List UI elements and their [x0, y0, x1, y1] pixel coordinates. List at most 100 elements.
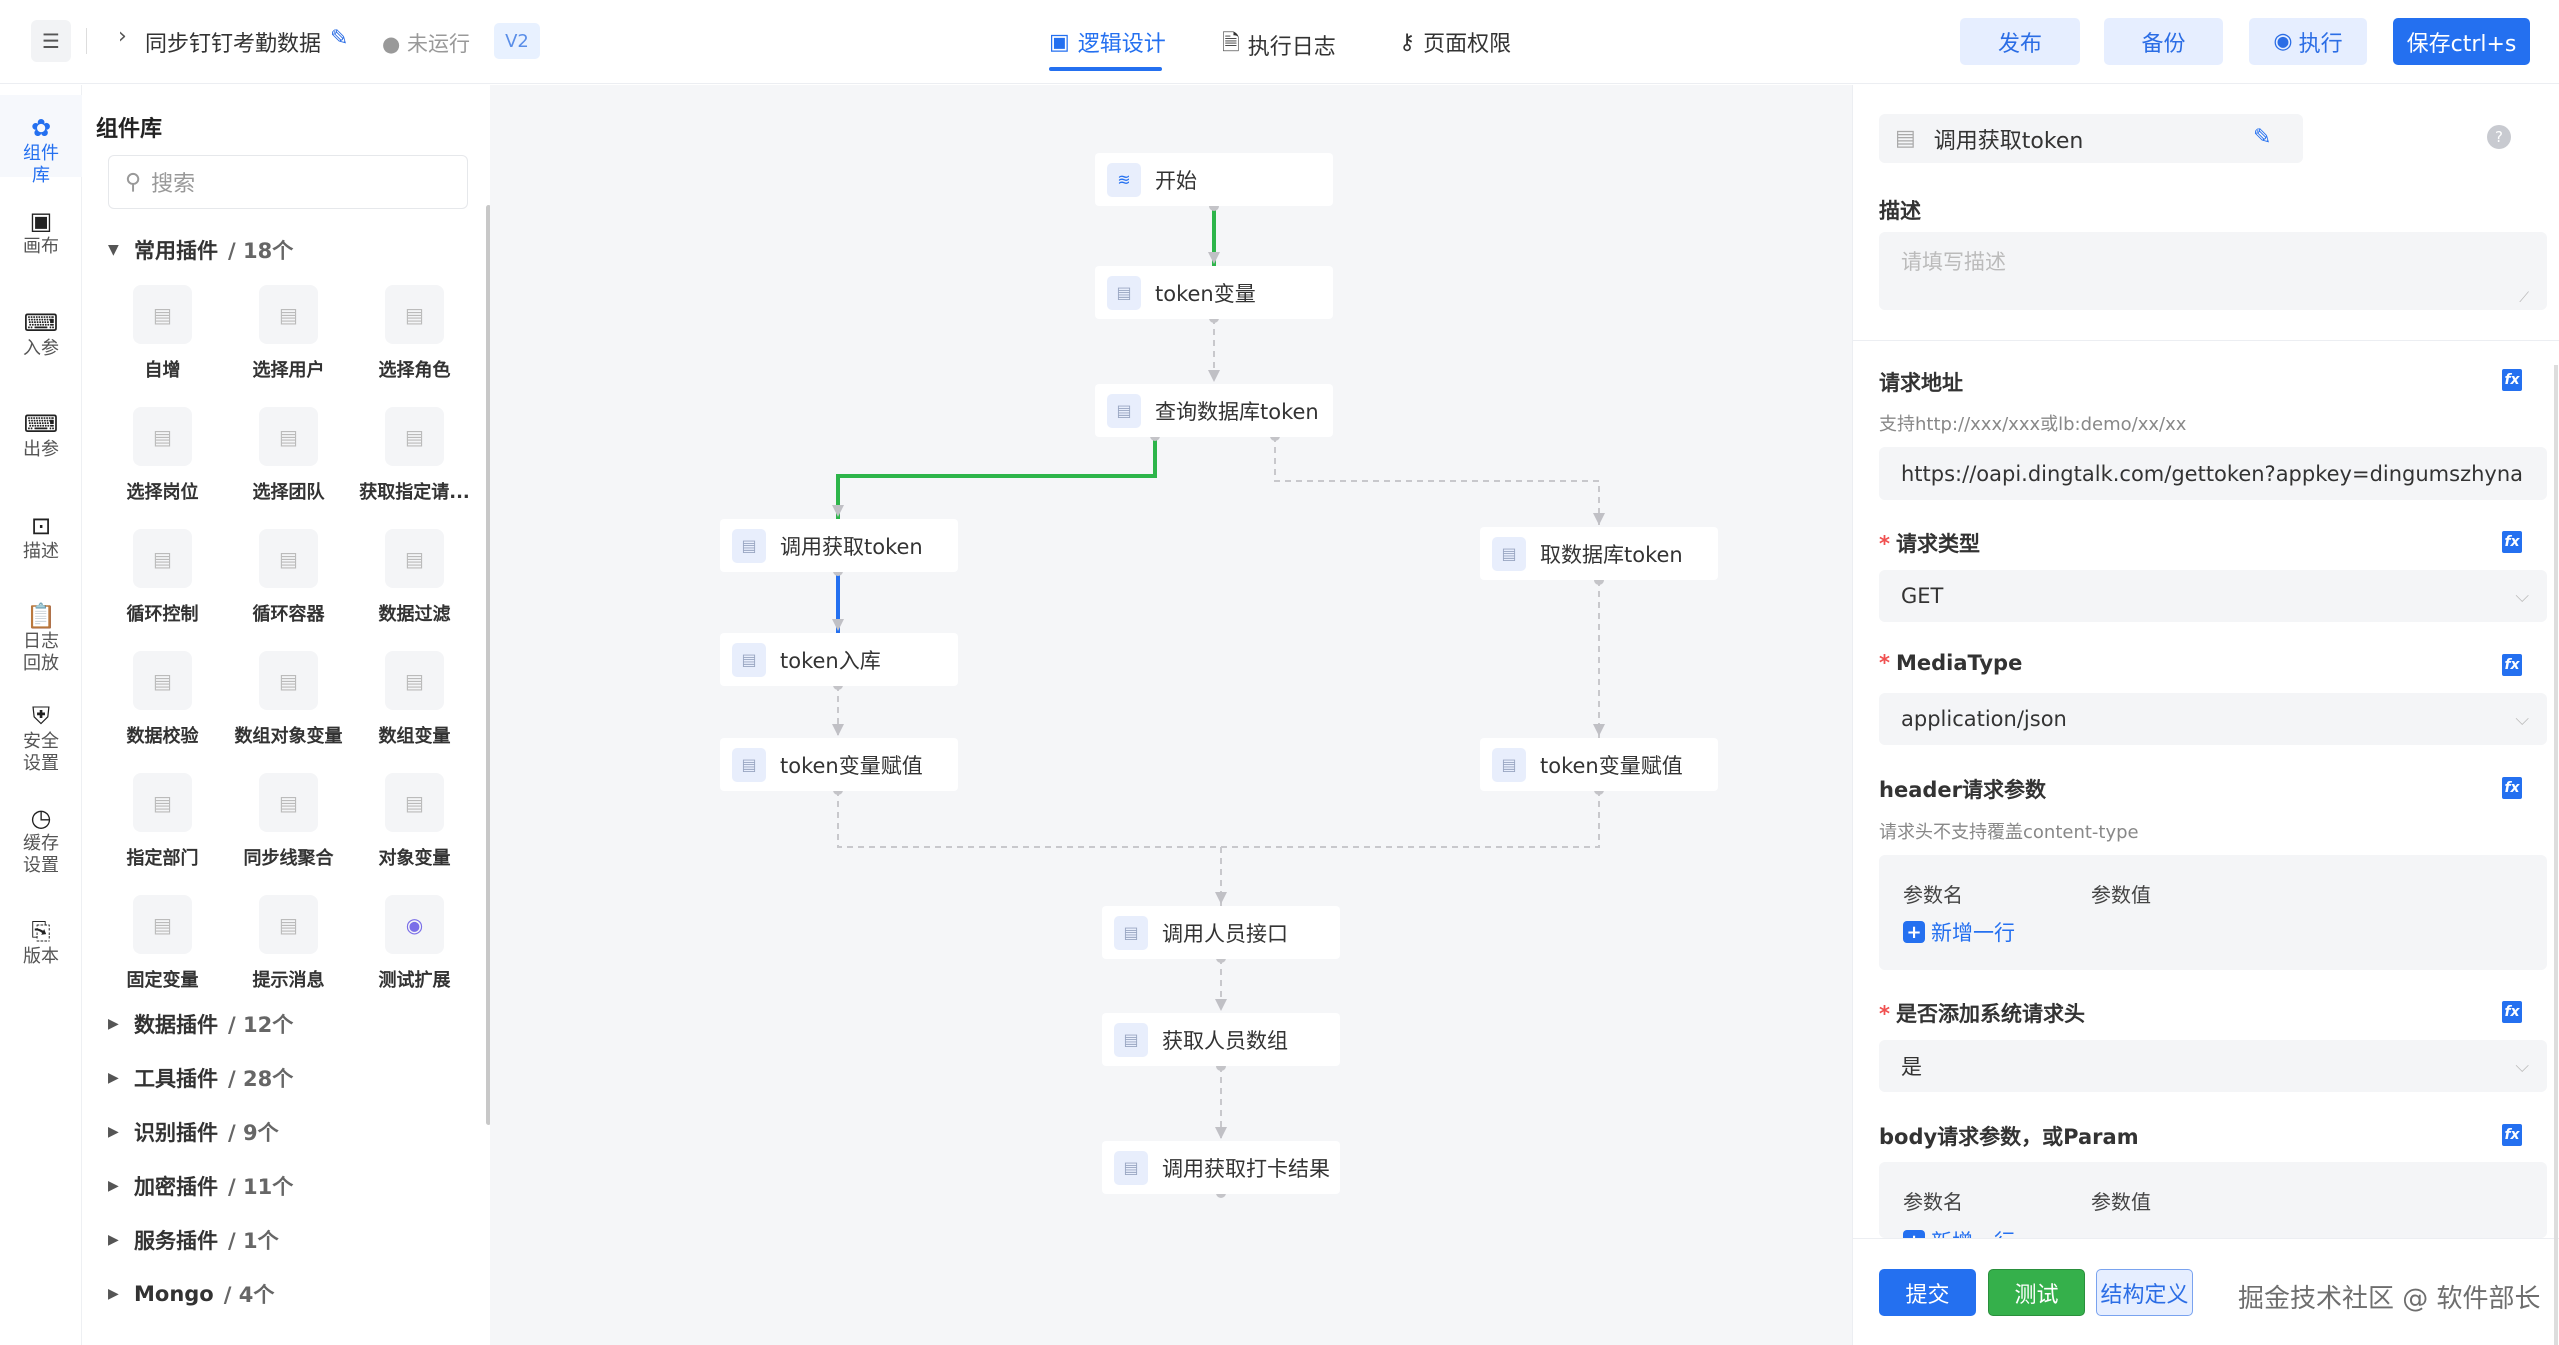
- category-item[interactable]: ▶服务插件/ 1个: [108, 1225, 279, 1255]
- flow-node[interactable]: ▤调用获取token: [720, 519, 958, 572]
- sys-header-select[interactable]: 是⌵: [1879, 1040, 2547, 1092]
- flow-node[interactable]: ▤token变量: [1095, 266, 1333, 319]
- submit-button[interactable]: 提交: [1879, 1269, 1976, 1316]
- component-item[interactable]: ▤数组对象变量: [226, 651, 351, 748]
- flow-edge[interactable]: [836, 436, 1157, 519]
- test-button[interactable]: 测试: [1988, 1269, 2085, 1316]
- component-item[interactable]: ▤提示消息: [226, 895, 351, 992]
- scrollbar[interactable]: [2554, 365, 2558, 1345]
- add-row-button[interactable]: +新增一行: [1903, 917, 2015, 947]
- resize-handle-icon[interactable]: ⟋: [2519, 290, 2529, 306]
- component-item[interactable]: ▤选择团队: [226, 407, 351, 504]
- category-item[interactable]: ▶数据插件/ 12个: [108, 1009, 293, 1039]
- component-item[interactable]: ▤循环容器: [226, 529, 351, 626]
- flow-node[interactable]: ▤ token入库: [720, 633, 958, 686]
- flow-node[interactable]: ▤获取人员数组: [1102, 1013, 1340, 1066]
- flow-canvas[interactable]: ≋开始▤token变量▤查询数据库token▤调用获取token▤取数据库tok…: [490, 85, 1852, 1345]
- menu-icon[interactable]: ☰: [31, 20, 71, 62]
- component-item[interactable]: ▤对象变量: [352, 773, 477, 870]
- save-button[interactable]: 保存ctrl+s: [2393, 18, 2530, 65]
- execute-button[interactable]: ◉执行: [2249, 18, 2367, 65]
- method-select[interactable]: GET⌵: [1879, 570, 2547, 622]
- category-item[interactable]: ▶加密插件/ 11个: [108, 1171, 293, 1201]
- component-item[interactable]: ▤数组变量: [352, 651, 477, 748]
- flow-node[interactable]: ▤token变量赋值: [1480, 738, 1718, 791]
- fx-icon[interactable]: fx: [2502, 654, 2522, 676]
- flow-node[interactable]: ≋开始: [1095, 153, 1333, 206]
- fx-icon[interactable]: fx: [2502, 1124, 2522, 1146]
- node-label: 开始: [1155, 168, 1197, 193]
- rail-item[interactable]: 📋日志回放: [0, 604, 82, 675]
- url-input[interactable]: https://oapi.dingtalk.com/gettoken?appke…: [1879, 447, 2547, 500]
- run-status: ● 未运行: [382, 32, 470, 56]
- search-input[interactable]: ⚲搜索: [108, 155, 468, 209]
- component-item[interactable]: ▤循环控制: [100, 529, 225, 626]
- component-item[interactable]: ▤选择岗位: [100, 407, 225, 504]
- media-type-select[interactable]: application/json⌵: [1879, 693, 2547, 745]
- node-label: 调用人员接口: [1162, 921, 1288, 946]
- flow-edge[interactable]: [837, 790, 1600, 848]
- node-icon: ▤: [732, 642, 766, 677]
- rail-item[interactable]: ⌨入参: [0, 311, 82, 360]
- node-icon: ▤: [1107, 275, 1141, 310]
- chevron-right-icon[interactable]: ›: [118, 24, 127, 49]
- component-item[interactable]: ▤固定变量: [100, 895, 225, 992]
- rail-item[interactable]: ⎘版本: [0, 919, 82, 968]
- component-item[interactable]: ▤数据过滤: [352, 529, 477, 626]
- rail-item[interactable]: ⊡描述: [0, 514, 82, 563]
- component-icon: ▤: [385, 773, 444, 832]
- edit-icon[interactable]: ✎: [2253, 125, 2272, 150]
- edit-icon[interactable]: ✎: [330, 26, 349, 51]
- fx-icon[interactable]: fx: [2502, 531, 2522, 553]
- scrollbar[interactable]: [486, 205, 491, 1125]
- fx-icon[interactable]: fx: [2502, 777, 2522, 799]
- add-row-label: 新增一行: [1931, 921, 2015, 945]
- fx-icon[interactable]: fx: [2502, 1001, 2522, 1023]
- flow-node[interactable]: ▤调用获取打卡结果: [1102, 1141, 1340, 1194]
- component-icon: ▤: [385, 285, 444, 344]
- flow-node[interactable]: ▤取数据库token: [1480, 527, 1718, 580]
- flow-node[interactable]: ▤调用人员接口: [1102, 906, 1340, 959]
- backup-button[interactable]: 备份: [2104, 18, 2223, 65]
- rail-item[interactable]: ▣画布: [0, 209, 82, 258]
- component-item[interactable]: ▤自增: [100, 285, 225, 382]
- category-count: / 11个: [228, 1175, 294, 1199]
- component-item[interactable]: ▤选择角色: [352, 285, 477, 382]
- node-label: token入库: [780, 648, 881, 673]
- tab-page-permission[interactable]: ⚷页面权限: [1399, 26, 1511, 58]
- arrow-head: [1215, 892, 1227, 904]
- component-item[interactable]: ◉测试扩展: [352, 895, 477, 992]
- clock-icon: ◷: [30, 804, 52, 832]
- rail-item[interactable]: ⌨出参: [0, 412, 82, 461]
- component-item[interactable]: ▤选择用户: [226, 285, 351, 382]
- fx-icon[interactable]: fx: [2502, 369, 2522, 391]
- flow-edge[interactable]: [1274, 436, 1600, 527]
- struct-button[interactable]: 结构定义: [2096, 1269, 2193, 1316]
- component-item[interactable]: ▤指定部门: [100, 773, 225, 870]
- component-icon: ▤: [385, 407, 444, 466]
- flow-node[interactable]: ▤查询数据库token: [1095, 384, 1333, 437]
- tab-exec-log[interactable]: 🗎执行日志: [1222, 26, 1336, 64]
- publish-button[interactable]: 发布: [1960, 18, 2080, 65]
- help-icon[interactable]: ?: [2487, 125, 2511, 149]
- component-item[interactable]: ▤数据校验: [100, 651, 225, 748]
- tab-logic-design[interactable]: ▣逻辑设计: [1049, 26, 1166, 58]
- category-item[interactable]: ▶Mongo/ 4个: [108, 1279, 274, 1309]
- rail-item-label: 版本: [23, 946, 59, 967]
- node-name-field[interactable]: ▤调用获取token: [1879, 114, 2303, 163]
- category-common[interactable]: ▼常用插件/ 18个: [108, 235, 293, 265]
- node-label: 查询数据库token: [1155, 399, 1319, 424]
- param-name-header: 参数名: [1903, 1190, 1963, 1214]
- node-label: 调用获取打卡结果: [1162, 1156, 1330, 1181]
- rail-item[interactable]: ⛨安全设置: [0, 704, 82, 775]
- category-item[interactable]: ▶识别插件/ 9个: [108, 1117, 279, 1147]
- component-item[interactable]: ▤同步线聚合: [226, 773, 351, 870]
- flow-node[interactable]: ▤token变量赋值: [720, 738, 958, 791]
- description-textarea[interactable]: 请填写描述⟋: [1879, 232, 2547, 310]
- divider: [1853, 340, 2559, 341]
- rail-item[interactable]: ◷缓存设置: [0, 804, 82, 877]
- rail-item[interactable]: ✿组件库: [0, 95, 82, 186]
- add-row-button[interactable]: +新增一行: [1903, 1226, 2015, 1238]
- category-item[interactable]: ▶工具插件/ 28个: [108, 1063, 293, 1093]
- component-item[interactable]: ▤获取指定请...: [352, 407, 477, 504]
